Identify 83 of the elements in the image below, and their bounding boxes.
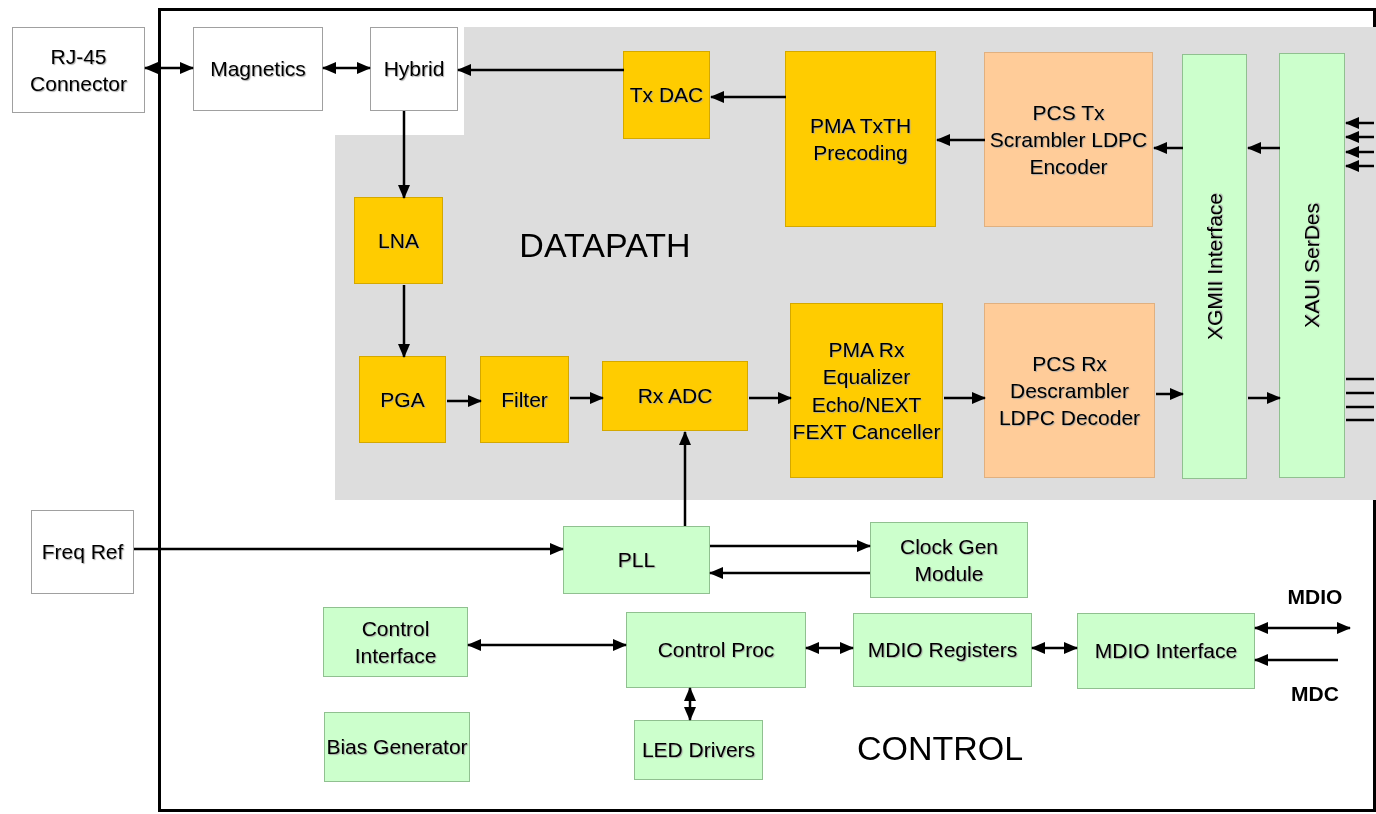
function-block (323, 607, 468, 677)
block-label: Tx DAC (629, 82, 704, 109)
arrow (570, 392, 604, 404)
arrow (1345, 160, 1374, 172)
chip-outline (158, 8, 1376, 812)
function-block (984, 303, 1155, 478)
arrow (1247, 142, 1280, 154)
arrow (322, 62, 371, 74)
arrow (1345, 131, 1374, 143)
function-block (634, 720, 763, 780)
function-block (359, 356, 446, 443)
function-block (790, 303, 943, 478)
arrow (398, 111, 410, 199)
function-block (324, 712, 470, 782)
block-label: Freq Ref (41, 539, 124, 566)
block-label: Magnetics (210, 56, 306, 83)
function-block (1182, 54, 1247, 479)
arrow (710, 91, 786, 103)
arrow (1248, 392, 1281, 404)
function-block (1077, 613, 1255, 689)
block-label: Bias Generator (326, 734, 468, 761)
block-label: RJ-45 Connector (29, 43, 128, 97)
block-label: PMA Rx Equalizer Echo/NEXT FEXT Canceller (791, 336, 942, 445)
arrow (134, 543, 564, 555)
function-block (785, 51, 936, 227)
region-label: DATAPATH (519, 224, 691, 266)
arrow (684, 687, 696, 721)
block-label: LED Drivers (641, 737, 756, 764)
connector-line (1346, 377, 1374, 381)
function-block (370, 27, 458, 111)
block-label: XAUI SerDes (1299, 203, 1325, 328)
region-label: CONTROL (856, 728, 1024, 768)
block-label: Rx ADC (637, 383, 713, 410)
arrow (679, 431, 691, 526)
function-block (563, 526, 710, 594)
arrow (467, 639, 627, 651)
block-label: MDIO Registers (867, 637, 1018, 664)
arrow (944, 392, 986, 404)
block-label: Clock Gen Module (898, 533, 999, 587)
connector-line (1346, 418, 1374, 422)
connector-line (1346, 405, 1374, 409)
function-block (354, 197, 443, 284)
block-label: Control Interface (353, 615, 438, 669)
function-block (1279, 53, 1345, 478)
arrow (709, 567, 870, 579)
arrow (398, 285, 410, 358)
block-label: Control Proc (657, 637, 775, 664)
region-panel (335, 27, 1376, 500)
function-block (602, 361, 748, 431)
arrow (749, 392, 792, 404)
arrow (805, 642, 854, 654)
arrow (1345, 117, 1374, 129)
arrow (1254, 622, 1351, 634)
function-block (853, 613, 1032, 687)
arrow (447, 395, 482, 407)
block-label: PLL (617, 547, 656, 574)
block-label: Filter (501, 386, 548, 413)
block-label: MDIO Interface (1094, 638, 1238, 665)
function-block (193, 27, 323, 111)
arrow (1156, 388, 1184, 400)
arrow (457, 64, 624, 76)
function-block (984, 52, 1153, 227)
function-block (31, 510, 134, 594)
function-block (480, 356, 569, 443)
arrow (710, 540, 871, 552)
block-label: PCS Rx Descrambler LDPC Decoder (997, 350, 1142, 432)
block-label: PGA (380, 386, 425, 413)
block-label: XGMII Interface (1201, 192, 1227, 341)
function-block (870, 522, 1028, 598)
arrow (144, 62, 194, 74)
connector-line (1346, 391, 1374, 395)
block-label: PCS Tx Scrambler LDPC Encoder (988, 99, 1149, 181)
function-block (12, 27, 145, 113)
arrow (936, 134, 985, 146)
arrow (1031, 642, 1078, 654)
block-label: PMA TxTH Precoding (808, 112, 913, 166)
block-label: Hybrid (383, 56, 445, 83)
block-label: LNA (378, 227, 419, 254)
arrow (1345, 146, 1374, 158)
arrow (1153, 142, 1183, 154)
function-block (623, 51, 710, 139)
arrow (1254, 654, 1338, 666)
function-block (626, 612, 806, 688)
